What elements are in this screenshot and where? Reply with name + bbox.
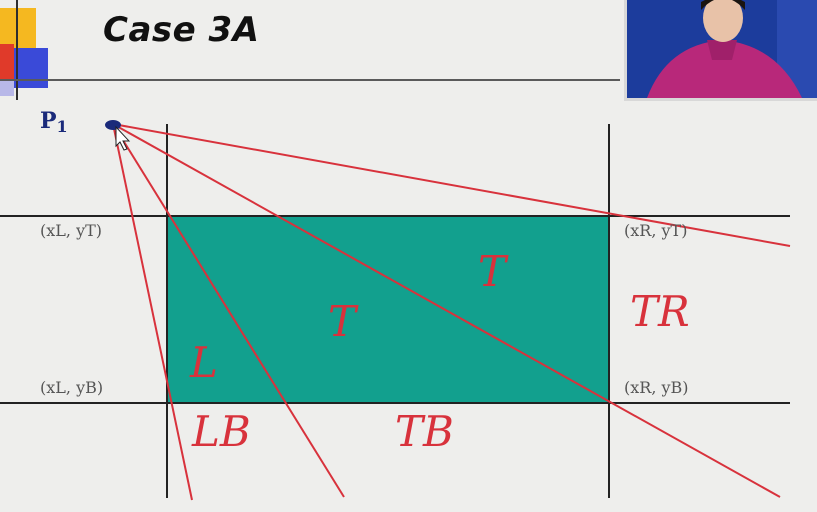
region-label-t-upper: T xyxy=(478,247,509,296)
region-label-tr: TR xyxy=(630,287,690,336)
corner-label-top-left: (xL, yT) xyxy=(40,221,102,240)
title-underline xyxy=(0,79,620,81)
logo-red-block xyxy=(0,44,14,80)
clip-window xyxy=(167,216,609,403)
ray-through-top-left xyxy=(112,123,345,498)
point-p1 xyxy=(105,120,121,130)
region-label-tb: TB xyxy=(395,407,454,456)
slide-title: Case 3A xyxy=(103,10,260,50)
presenter-image xyxy=(627,0,817,98)
ray-through-top-right xyxy=(112,123,791,247)
ray-to-left-bottom xyxy=(112,123,193,501)
region-rays xyxy=(112,123,791,501)
logo-blue-block xyxy=(14,48,48,88)
title-vertical-rule xyxy=(16,0,18,100)
region-label-t-lower: T xyxy=(328,297,359,346)
mouse-cursor xyxy=(115,125,131,151)
region-label-lb: LB xyxy=(191,407,251,456)
region-label-l: L xyxy=(189,338,218,387)
logo-yellow-block xyxy=(0,8,36,48)
logo-lavender-block xyxy=(0,80,14,96)
point-p1-label: P1 xyxy=(40,108,68,136)
webcam-overlay xyxy=(624,0,817,101)
corner-label-bottom-right: (xR, yB) xyxy=(624,378,689,397)
corner-label-top-right: (xR, yT) xyxy=(624,221,687,240)
ray-through-bottom-right xyxy=(112,123,781,498)
corner-label-bottom-left: (xL, yB) xyxy=(40,378,103,397)
